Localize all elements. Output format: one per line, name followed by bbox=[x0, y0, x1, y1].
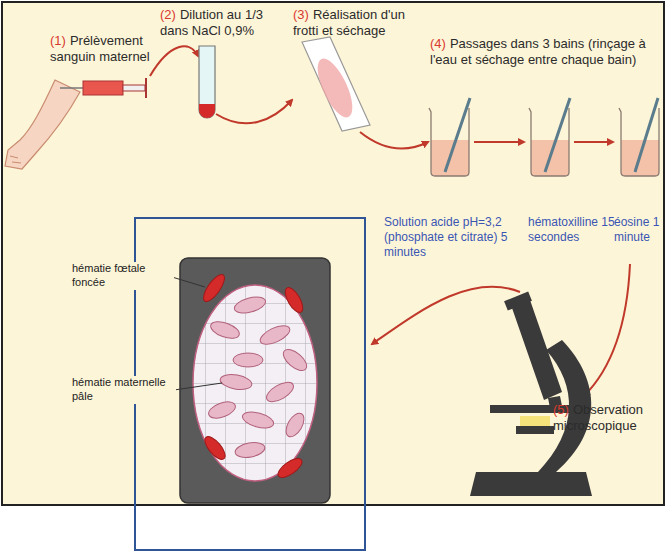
step-arrow bbox=[474, 141, 524, 143]
callout-number: (2) bbox=[160, 7, 176, 22]
step-label-text: Réalisation d'un frotti et séchage bbox=[293, 7, 405, 38]
step-label-text: Passages dans 3 bains (rinçage à l'eau e… bbox=[430, 36, 646, 67]
microscope-field bbox=[180, 258, 330, 503]
cell-label-text: hématie maternelle pâle bbox=[72, 376, 166, 402]
cell-label-text: hématie fœtale foncée bbox=[72, 262, 145, 288]
step-label: (1)Prélèvement sanguin maternel bbox=[50, 33, 162, 66]
arm bbox=[5, 80, 80, 169]
callout-number: (5) bbox=[553, 402, 569, 417]
syringe bbox=[60, 78, 146, 98]
step-arrow bbox=[372, 287, 520, 344]
step-arrow bbox=[584, 264, 630, 396]
staining-baths bbox=[429, 98, 659, 176]
step-label: (3)Réalisation d'un frotti et séchage bbox=[293, 7, 425, 40]
bath-label: éosine 1 minute bbox=[614, 215, 664, 245]
callout-number: (4) bbox=[430, 36, 446, 51]
test-tube bbox=[199, 46, 215, 118]
blood-smear-slide bbox=[302, 37, 370, 131]
callout-number: (3) bbox=[293, 7, 309, 22]
cell-label: hématie fœtale foncée bbox=[70, 262, 174, 290]
step-arrow bbox=[150, 46, 198, 76]
step-label: (5)Observation microscopique bbox=[553, 402, 661, 435]
bath-label-text: Solution acide pH=3,2 (phosphate et citr… bbox=[384, 215, 507, 259]
step-label: (4)Passages dans 3 bains (rinçage à l'ea… bbox=[430, 36, 655, 69]
step-arrow bbox=[574, 141, 613, 143]
leader-line bbox=[174, 383, 222, 390]
cell-label: hématie maternelle pâle bbox=[70, 376, 176, 404]
frame bbox=[2, 2, 664, 505]
microscope bbox=[470, 291, 592, 496]
bath-label: hématoxilline 15 secondes bbox=[528, 215, 616, 245]
bath-label-text: éosine 1 minute bbox=[614, 215, 659, 244]
step-label: (2)Dilution au 1/3 dans NaCl 0,9% bbox=[160, 7, 288, 40]
callout-number: (1) bbox=[50, 33, 66, 48]
leader-line bbox=[172, 277, 205, 287]
bath-label: Solution acide pH=3,2 (phosphate et citr… bbox=[384, 215, 524, 260]
step-arrow bbox=[216, 100, 292, 123]
step-arrow bbox=[360, 132, 428, 149]
bath-label-text: hématoxilline 15 secondes bbox=[528, 215, 615, 244]
